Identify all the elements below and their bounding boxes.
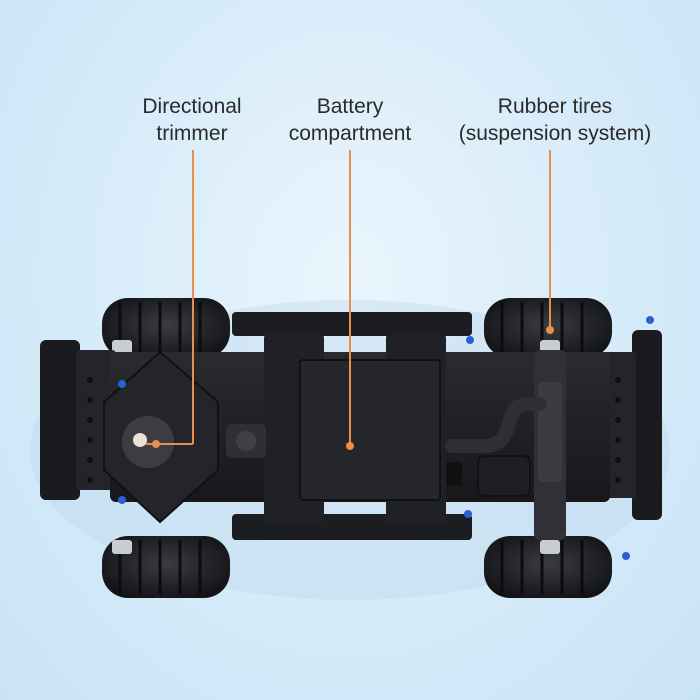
callout-trimmer-line1: Directional (142, 95, 242, 118)
callout-trimmer-line2: trimmer (156, 122, 228, 145)
callout-tires-line1: Rubber tires (497, 95, 613, 118)
tire-front-left (102, 298, 230, 358)
callout-lines (146, 150, 554, 450)
callout-battery-line1: Battery (316, 95, 384, 118)
callout-tires-line2: (suspension system) (458, 122, 652, 145)
callout-battery-line2: compartment (288, 122, 412, 145)
callout-directional-trimmer: Directional trimmer (132, 93, 252, 147)
blue-pins (118, 316, 654, 560)
wheel-hubs (112, 340, 560, 554)
callout-rubber-tires: Rubber tires (suspension system) (440, 93, 670, 147)
chassis-body (40, 312, 662, 540)
tire-rear-right (484, 536, 612, 598)
callout-battery-compartment: Battery compartment (270, 93, 430, 147)
